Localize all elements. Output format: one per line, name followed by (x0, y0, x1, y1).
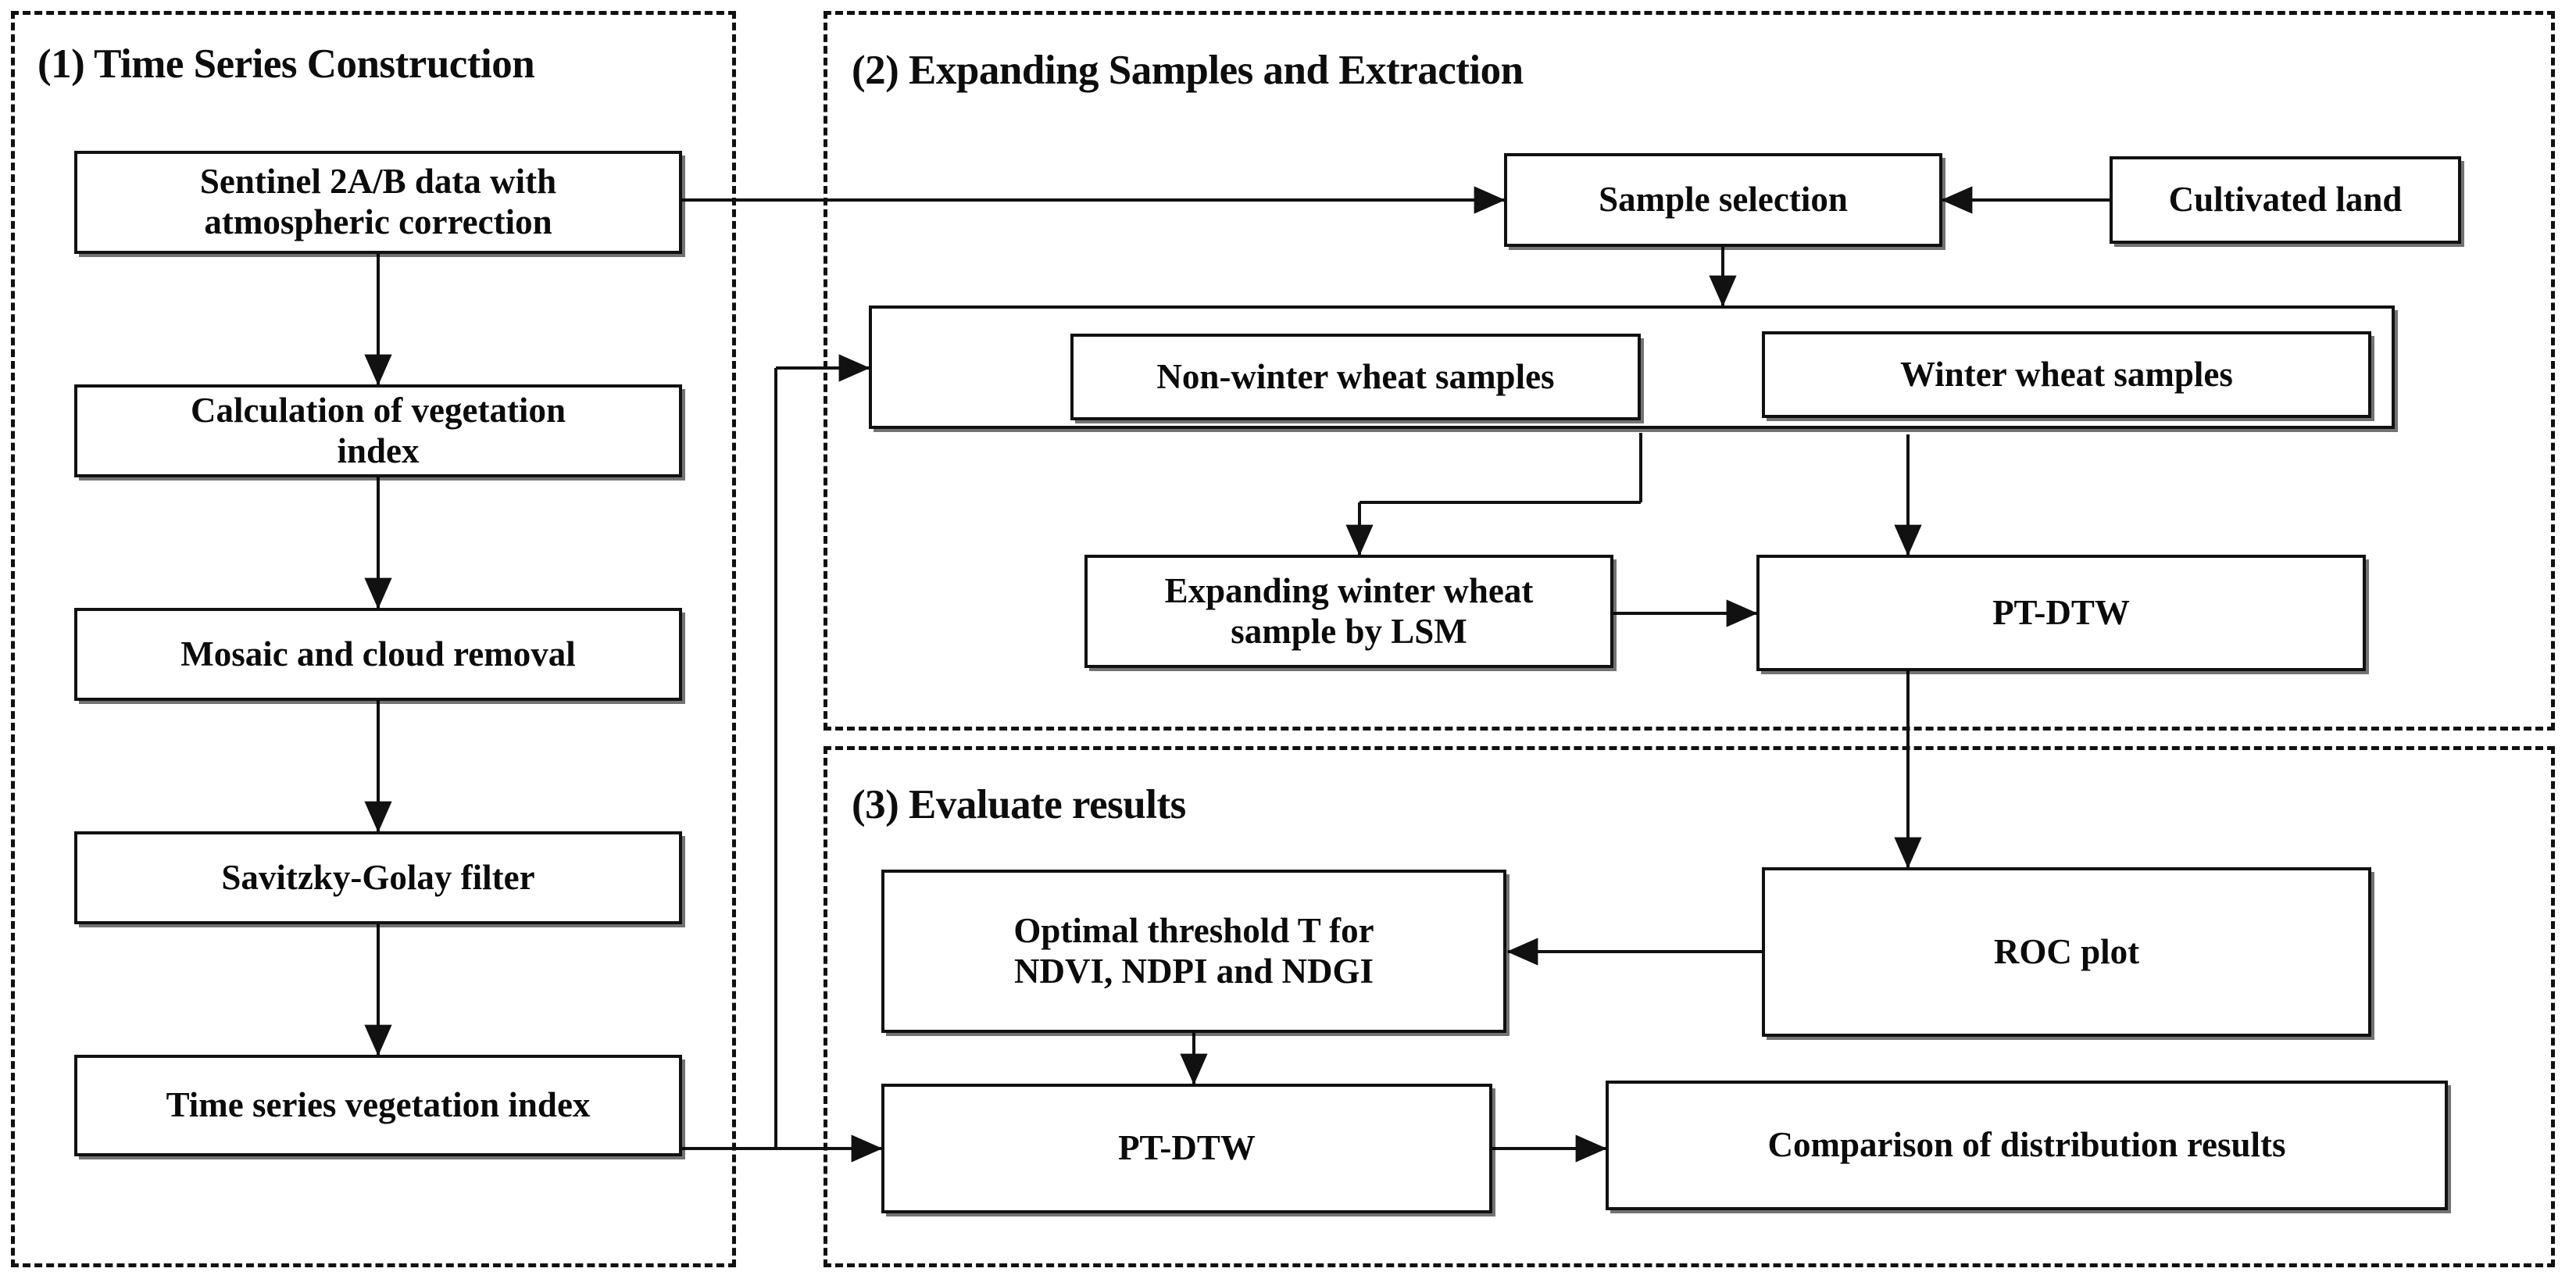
node-comparison-label: Comparison of distribution results (1767, 1125, 2286, 1165)
node-timeseries-label: Time series vegetation index (166, 1085, 591, 1125)
panel-time-series-construction (11, 11, 736, 1267)
node-time-series-vegetation-index[interactable]: Time series vegetation index (74, 1055, 682, 1156)
node-pt-dtw-panel2[interactable]: PT-DTW (1756, 555, 2366, 671)
node-sampleselection-label: Sample selection (1599, 180, 1848, 220)
node-optimal-threshold[interactable]: Optimal threshold T for NDVI, NDPI and N… (881, 870, 1506, 1033)
node-winter-wheat-samples[interactable]: Winter wheat samples (1762, 331, 2371, 418)
node-winter-label: Winter wheat samples (1900, 354, 2233, 394)
node-threshold-line2: NDVI, NDPI and NDGI (1013, 951, 1374, 991)
node-roc-label: ROC plot (1993, 931, 2140, 971)
node-sample-selection[interactable]: Sample selection (1504, 153, 1942, 247)
panel-expanding-samples-extraction (824, 11, 2555, 731)
node-expanding-line2: sample by LSM (1231, 611, 1467, 651)
node-sentinel-data[interactable]: Sentinel 2A/B data with atmospheric corr… (74, 151, 682, 254)
panel-2-title: (2) Expanding Samples and Extraction (852, 48, 1524, 93)
panel-3-title: (3) Evaluate results (852, 782, 1186, 827)
node-threshold-line1: Optimal threshold T for (1013, 910, 1374, 950)
node-sgfilter-label: Savitzky-Golay filter (221, 857, 535, 897)
node-expanding-winter-wheat-sample-lsm[interactable]: Expanding winter wheat sample by LSM (1084, 555, 1613, 668)
node-ptdtw3-label: PT-DTW (1118, 1128, 1256, 1168)
node-non-winter-wheat-samples[interactable]: Non-winter wheat samples (1070, 334, 1641, 420)
node-mosaic-cloud-removal[interactable]: Mosaic and cloud removal (74, 608, 682, 701)
node-cultivated-label: Cultivated land (2168, 180, 2403, 220)
node-sentinel-line2: atmospheric correction (204, 202, 552, 241)
node-expanding-line1: Expanding winter wheat (1164, 570, 1534, 610)
node-vegindex-line1: Calculation of vegetation (191, 390, 566, 430)
node-mosaic-label: Mosaic and cloud removal (180, 634, 576, 673)
node-sentinel-line1: Sentinel 2A/B data with (199, 162, 557, 202)
node-ptdtw2-label: PT-DTW (1992, 592, 2130, 632)
node-nonwinter-label: Non-winter wheat samples (1156, 356, 1555, 396)
node-pt-dtw-panel3[interactable]: PT-DTW (881, 1084, 1492, 1213)
node-vegetation-index[interactable]: Calculation of vegetation index (74, 384, 682, 477)
node-cultivated-land[interactable]: Cultivated land (2110, 156, 2461, 244)
panel-1-title: (1) Time Series Construction (38, 41, 535, 87)
panel-evaluate-results (824, 746, 2555, 1267)
node-roc-plot[interactable]: ROC plot (1762, 867, 2371, 1037)
node-savitzky-golay-filter[interactable]: Savitzky-Golay filter (74, 831, 682, 924)
node-vegindex-line2: index (337, 431, 420, 470)
node-comparison-distribution-results[interactable]: Comparison of distribution results (1606, 1081, 2448, 1210)
